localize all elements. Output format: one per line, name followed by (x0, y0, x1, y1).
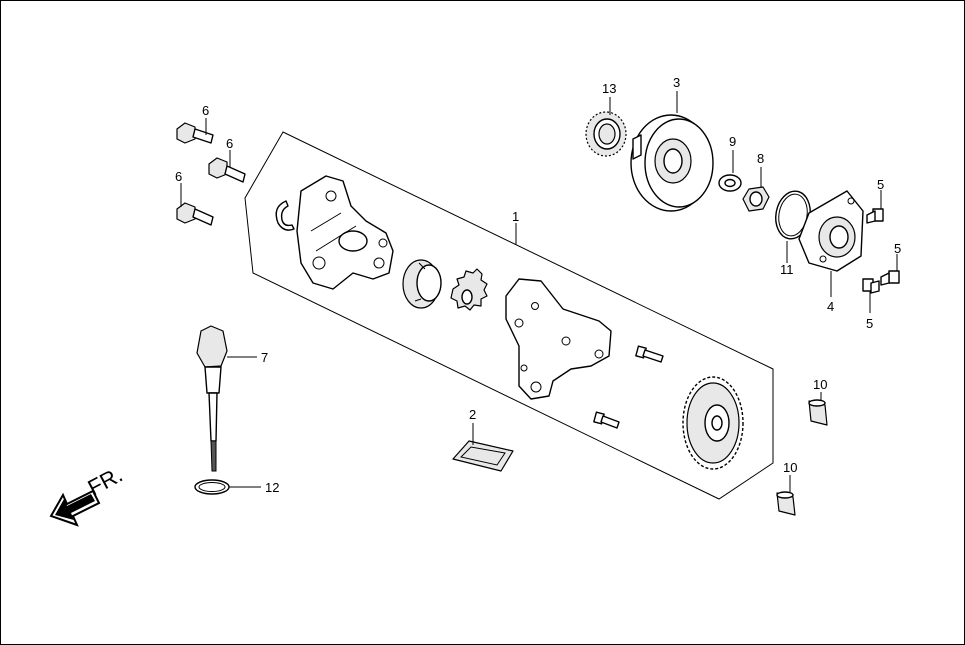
bolt-part-6a (176, 122, 214, 144)
bolt-part-5b (880, 270, 900, 286)
pump-bolt-lower-part (593, 411, 620, 429)
callout-10a: 10 (813, 377, 827, 392)
cover-part-4 (798, 190, 864, 272)
pump-cover-plate-part (505, 278, 612, 400)
callout-7: 7 (261, 350, 268, 365)
callout-11: 11 (780, 262, 794, 277)
callout-5c: 5 (866, 316, 873, 331)
dowel-pin-part-10b (776, 491, 796, 516)
callout-12: 12 (265, 480, 279, 495)
bolt-part-6b (208, 157, 246, 183)
bolt-part-5c (862, 278, 880, 294)
callout-6a: 6 (202, 103, 209, 118)
callout-1: 1 (512, 209, 519, 224)
oil-pump-body-part (296, 175, 394, 290)
callout-8: 8 (757, 151, 764, 166)
callout-9: 9 (729, 134, 736, 149)
callout-4: 4 (827, 299, 834, 314)
oil-strainer-part (452, 440, 514, 472)
callout-13: 13 (602, 81, 616, 96)
bolt-part-6c (176, 202, 214, 226)
dowel-pin-part-10a (808, 399, 828, 426)
callout-5b: 5 (894, 241, 901, 256)
pump-bolt-upper-part (635, 345, 664, 363)
bolt-part-5a (866, 208, 884, 224)
callout-3: 3 (673, 75, 680, 90)
rotor-part-3 (630, 114, 714, 212)
callout-6b: 6 (226, 136, 233, 151)
washer-part-9 (718, 174, 742, 192)
callout-5a: 5 (877, 177, 884, 192)
o-ring-part-12 (194, 479, 230, 495)
front-direction-arrow-icon (49, 489, 101, 527)
dipstick-part-7 (196, 325, 228, 472)
pump-driven-gear-part (682, 376, 744, 470)
circlip-part (275, 200, 295, 231)
sprocket-part-13 (585, 111, 627, 157)
callout-6c: 6 (175, 169, 182, 184)
callout-2: 2 (469, 407, 476, 422)
outer-rotor-part (402, 259, 442, 309)
callout-10b: 10 (783, 460, 797, 475)
inner-rotor-part (450, 268, 488, 311)
assembly-outline (244, 131, 774, 500)
nut-part-8 (742, 186, 770, 212)
